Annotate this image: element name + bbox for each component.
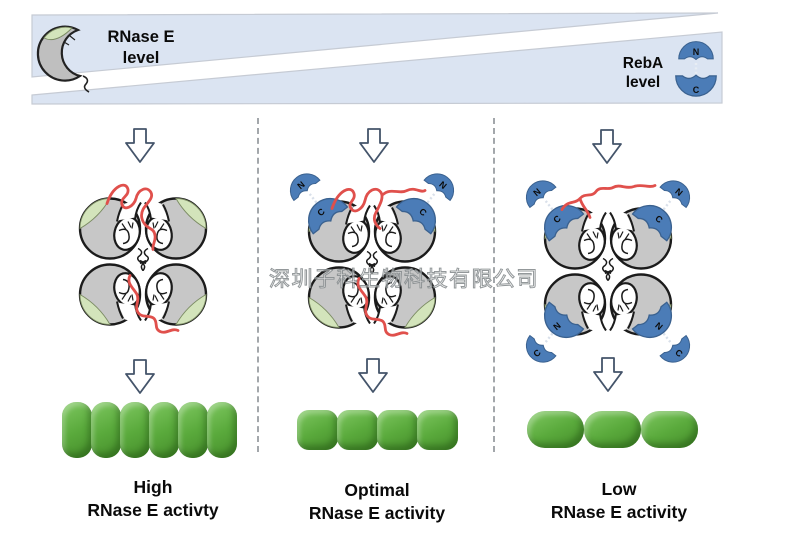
reba-c-label: C [693,85,700,95]
reba-n-label: N [295,179,306,191]
caption-line2: RNase E activity [550,502,688,522]
caption-low-activity: Low RNase E activity [528,478,710,524]
reba-c-label: C [673,347,685,359]
bacteria-cell [417,410,458,450]
reba-level-wedge [31,31,723,105]
reba-c-label: C [315,206,327,218]
reba-c-label: C [551,213,563,225]
bacteria-cell [62,402,92,458]
reba-level-label: RebA level [603,54,683,92]
rnase-label-line1: RNase E [107,28,175,46]
panel-separator-left [257,118,259,452]
rnase-monomer [141,263,208,326]
bacteria-cell [377,410,418,450]
level-gradient-banner: N C [31,12,723,105]
down-arrow [358,358,388,393]
rna-strand-top [330,187,427,230]
rna-strand-top [105,183,157,251]
bacteria-cell [527,411,584,448]
rnase-tetramer-high-activity [78,183,208,334]
rna-strand-bottom [127,274,180,334]
reba-n-label: N [653,320,664,332]
tetramer-linker [601,257,615,282]
bacteria-cell [584,411,641,448]
reba-n-label: N [531,186,542,198]
caption-high-activity: High RNase E activty [63,476,243,522]
reba-label-line2: level [625,74,661,91]
caption-line2: RNase E activity [308,503,446,523]
bacteria-cell [641,411,698,448]
down-arrow [592,129,622,164]
rnase-level-wedge [31,12,719,78]
reba-n-label: N [693,47,700,57]
bacteria-cell [149,402,179,458]
reba-protein-icon: N C [675,41,717,97]
reba-n-label: N [673,186,684,198]
reba-label-line1: RebA [622,55,664,72]
caption-line1: High [133,477,173,497]
reba-n-label: N [437,179,448,191]
bacteria-cell [207,402,237,458]
tetramer-linker [136,247,150,272]
bacteria-cell [178,402,208,458]
rnase-label-line2: level [122,49,160,67]
rnase-e-protein-icon [36,25,90,93]
caption-line2: RNase E activty [87,500,219,520]
rna-strand-bottom [356,277,409,337]
bacteria-cell [120,402,150,458]
caption-line1: Low [601,479,637,499]
down-arrow [125,359,155,394]
bacteria-cell [91,402,121,458]
cell-row-low [527,411,698,448]
bacteria-cell [297,410,338,450]
rnase-level-label: RNase E level [85,27,197,69]
cell-row-high [62,402,237,458]
rnase-tetramer-optimal-activity: C N C N [257,157,487,337]
caption-line1: Optimal [344,480,410,500]
reba-c-label: C [417,206,429,218]
bacteria-cell [337,410,378,450]
watermark-text: 深圳子科生物科技有限公司 [269,268,539,292]
rnase-monomer [78,197,145,260]
rnase-monomer [78,263,145,326]
down-arrow [593,357,623,392]
cell-row-optimal [297,410,458,450]
reba-c-label: C [531,347,543,359]
reba-c-label: C [653,213,665,225]
reba-n-label: N [551,320,562,332]
rnase-tetramer-low-activity: C N C N N C N C [493,164,723,379]
rna-strand-top [560,184,657,219]
panel-separator-right [493,118,495,452]
caption-optimal-activity: Optimal RNase E activity [287,479,467,525]
